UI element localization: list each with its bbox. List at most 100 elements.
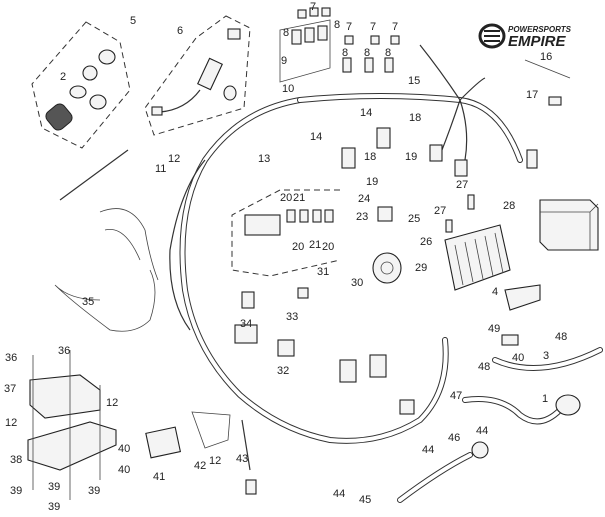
callout-label: 20 xyxy=(292,241,304,253)
callout-label: 27 xyxy=(456,179,468,191)
callout-label: 26 xyxy=(420,236,432,248)
callout-label: 36 xyxy=(5,352,17,364)
callout-label: 39 xyxy=(48,481,60,493)
logo-text-bottom: EMPIRE xyxy=(508,33,567,50)
callout-label: 48 xyxy=(478,361,490,373)
callout-label: 8 xyxy=(364,47,370,59)
callout-label: 19 xyxy=(405,151,417,163)
callout-label: 8 xyxy=(334,19,340,31)
callout-label: 21 xyxy=(293,192,305,204)
callout-label: 8 xyxy=(385,47,391,59)
callout-label: 9 xyxy=(281,55,287,67)
switch-group-outline xyxy=(31,21,131,149)
callout-label: 49 xyxy=(488,323,500,335)
horn xyxy=(372,252,402,284)
callout-label: 12 xyxy=(209,455,221,467)
callout-label: 10 xyxy=(282,83,294,95)
callout-label: 28 xyxy=(503,200,515,212)
callout-label: 46 xyxy=(448,432,460,444)
callout-label: 7 xyxy=(310,1,316,13)
callout-label: 27 xyxy=(434,205,446,217)
callout-label: 15 xyxy=(408,75,420,87)
callout-label: 38 xyxy=(10,454,22,466)
callout-label: 14 xyxy=(310,131,322,143)
callout-label: 24 xyxy=(358,193,370,205)
starter-relay xyxy=(377,206,393,222)
main-wiring-harness xyxy=(169,44,538,444)
callout-label: 2 xyxy=(60,71,66,83)
callout-label: 7 xyxy=(346,21,352,33)
callout-label: 47 xyxy=(450,390,462,402)
callout-label: 40 xyxy=(512,352,524,364)
callout-label: 16 xyxy=(540,51,552,63)
ecu-bracket xyxy=(145,411,257,495)
fuel-hose-assembly xyxy=(397,59,603,503)
callout-label: 21 xyxy=(309,239,321,251)
logo-text-top: POWERSPORTS xyxy=(508,25,572,34)
callout-label: 11 xyxy=(155,163,166,175)
relay-19b xyxy=(376,127,391,149)
callout-label: 5 xyxy=(130,15,136,27)
callout-label: 43 xyxy=(236,453,248,465)
callout-label: 34 xyxy=(240,318,252,330)
callout-label: 35 xyxy=(82,296,94,308)
fuse-box-outline xyxy=(231,189,341,277)
callout-label: 12 xyxy=(168,153,180,165)
callout-label: 4 xyxy=(492,286,498,298)
cdi-bracket-assembly xyxy=(27,350,117,500)
callout-label: 12 xyxy=(106,397,118,409)
ignition-switch xyxy=(151,28,241,116)
callout-label: 7 xyxy=(370,21,376,33)
callout-label: 42 xyxy=(194,460,206,472)
callout-label: 36 xyxy=(58,345,70,357)
relay-19a xyxy=(341,147,356,169)
callout-label: 17 xyxy=(526,89,538,101)
callout-label: 8 xyxy=(283,27,289,39)
callout-label: 45 xyxy=(359,494,371,506)
sensor-cable xyxy=(59,149,129,201)
callout-label: 20 xyxy=(322,241,334,253)
callout-label: 20 xyxy=(280,192,292,204)
callout-label: 39 xyxy=(88,485,100,497)
callout-label: 25 xyxy=(408,213,420,225)
callout-label: 48 xyxy=(555,331,567,343)
voltage-regulator xyxy=(444,194,511,291)
battery xyxy=(539,199,599,251)
flasher-relay xyxy=(234,324,258,344)
callout-label: 18 xyxy=(409,112,421,124)
callout-label: 44 xyxy=(333,488,345,500)
callout-label: 23 xyxy=(356,211,368,223)
callout-label: 6 xyxy=(177,25,183,37)
callout-label: 7 xyxy=(392,21,398,33)
callout-label: 30 xyxy=(351,277,363,289)
callout-label: 39 xyxy=(10,485,22,497)
fuse-box xyxy=(244,214,281,236)
callout-label: 13 xyxy=(258,153,270,165)
callout-label: 41 xyxy=(153,471,165,483)
callout-label: 18 xyxy=(364,151,376,163)
callout-label: 29 xyxy=(415,262,427,274)
callout-label: 33 xyxy=(286,311,298,323)
callout-label: 44 xyxy=(422,444,434,456)
battery-cables xyxy=(54,208,159,332)
callout-label: 39 xyxy=(48,501,60,513)
callout-label: 40 xyxy=(118,443,130,455)
callout-labels: 5 2 6 7 7 7 7 8 8 8 8 8 9 10 11 12 13 14… xyxy=(4,1,567,513)
socket-assembly xyxy=(45,49,116,131)
callout-label: 19 xyxy=(366,176,378,188)
powersports-empire-logo: POWERSPORTS EMPIRE xyxy=(478,23,572,50)
callout-label: 40 xyxy=(118,464,130,476)
relay-32 xyxy=(277,339,295,357)
callout-label: 8 xyxy=(342,47,348,59)
callout-label: 12 xyxy=(5,417,17,429)
callout-label: 3 xyxy=(543,350,549,362)
ignition-group-outline xyxy=(144,15,251,136)
callout-label: 31 xyxy=(317,266,329,278)
callout-label: 44 xyxy=(476,425,488,437)
callout-label: 14 xyxy=(360,107,372,119)
callout-label: 37 xyxy=(4,383,16,395)
relay-block xyxy=(279,7,400,83)
callout-label: 1 xyxy=(542,393,548,405)
